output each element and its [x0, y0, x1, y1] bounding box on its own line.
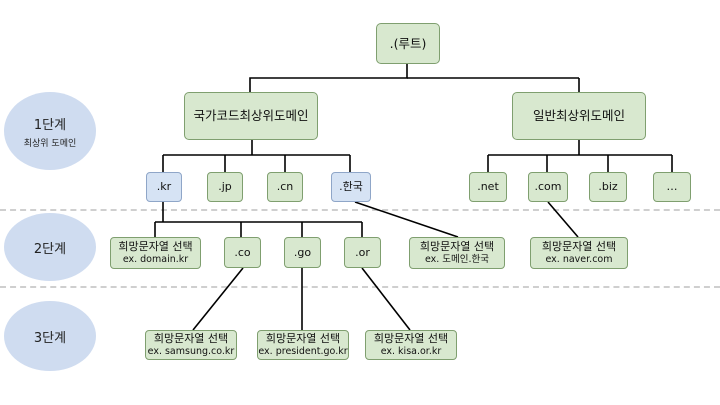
example-kisa: ex. kisa.or.kr	[380, 345, 442, 357]
custom-hangul: 희망문자열 선택 ex. 도메인.한국	[409, 237, 505, 269]
sld-or-label: .or	[355, 245, 370, 259]
tld-more-label: …	[666, 180, 678, 194]
tld-kr-label: .kr	[156, 180, 172, 194]
custom-naver: 희망문자열 선택 ex. naver.com	[530, 237, 628, 269]
level-1-title: 1단계	[33, 117, 67, 133]
custom-label: 희망문자열 선택	[373, 332, 449, 346]
tld-jp-label: .jp	[218, 180, 232, 194]
tld-com-label: .com	[534, 180, 562, 194]
custom-label: 희망문자열 선택	[118, 240, 193, 254]
root-label: .(루트)	[389, 35, 427, 51]
edge-or-to-kisa	[361, 267, 411, 331]
tld-kr: .kr	[146, 172, 182, 202]
sld-go: .go	[284, 237, 321, 268]
level-2-ellipse: 2단계	[4, 213, 96, 281]
custom-president: 희망문자열 선택 ex. president.go.kr	[257, 330, 349, 360]
tld-hangul-label: .한국	[339, 180, 363, 194]
tld-jp: .jp	[207, 172, 243, 202]
custom-samsung: 희망문자열 선택 ex. samsung.co.kr	[145, 330, 237, 360]
custom-label: 희망문자열 선택	[541, 240, 617, 254]
custom-label: 희망문자열 선택	[153, 332, 229, 346]
example-naver: ex. naver.com	[545, 253, 613, 265]
edge-root-tlds	[249, 64, 408, 92]
level-2-title: 2단계	[33, 241, 67, 257]
root-node: .(루트)	[376, 23, 440, 64]
sld-or: .or	[344, 237, 381, 268]
tld-net-label: .net	[477, 180, 499, 194]
cctld-node: 국가코드최상위도메인	[184, 92, 318, 140]
custom-domain-kr: 희망문자열 선택 ex. domain.kr	[110, 237, 201, 269]
tld-biz: .biz	[589, 172, 627, 202]
edge-com-to-naver	[547, 201, 579, 238]
custom-label: 희망문자열 선택	[419, 240, 495, 254]
example-president: ex. president.go.kr	[258, 345, 348, 357]
level-1-subtitle: 최상위 도메인	[23, 138, 77, 149]
example-domain-kr: ex. domain.kr	[122, 253, 189, 265]
tld-com: .com	[528, 172, 568, 202]
edge-hangul-to-custom	[354, 201, 459, 238]
gtld-label: 일반최상위도메인	[532, 108, 625, 124]
sld-co: .co	[224, 237, 261, 268]
cctld-label: 국가코드최상위도메인	[193, 108, 309, 124]
example-hangul: ex. 도메인.한국	[424, 253, 490, 265]
level-3-ellipse: 3단계	[4, 301, 96, 371]
tld-net: .net	[469, 172, 507, 202]
example-samsung: ex. samsung.co.kr	[147, 345, 235, 357]
tld-biz-label: .biz	[598, 180, 618, 194]
tld-cn-label: .cn	[276, 180, 294, 194]
custom-kisa: 희망문자열 선택 ex. kisa.or.kr	[365, 330, 457, 360]
tld-hangul: .한국	[331, 172, 371, 202]
level-1-ellipse: 1단계 최상위 도메인	[4, 92, 96, 170]
tld-more: …	[653, 172, 691, 202]
separator-level-1-2	[0, 209, 720, 211]
sld-go-label: .go	[293, 245, 312, 259]
separator-level-2-3	[0, 286, 720, 288]
edge-co-to-samsung	[192, 267, 244, 331]
gtld-node: 일반최상위도메인	[512, 92, 646, 140]
tld-cn: .cn	[267, 172, 303, 202]
sld-co-label: .co	[234, 245, 251, 259]
level-3-title: 3단계	[33, 330, 67, 346]
custom-label: 희망문자열 선택	[265, 332, 341, 346]
